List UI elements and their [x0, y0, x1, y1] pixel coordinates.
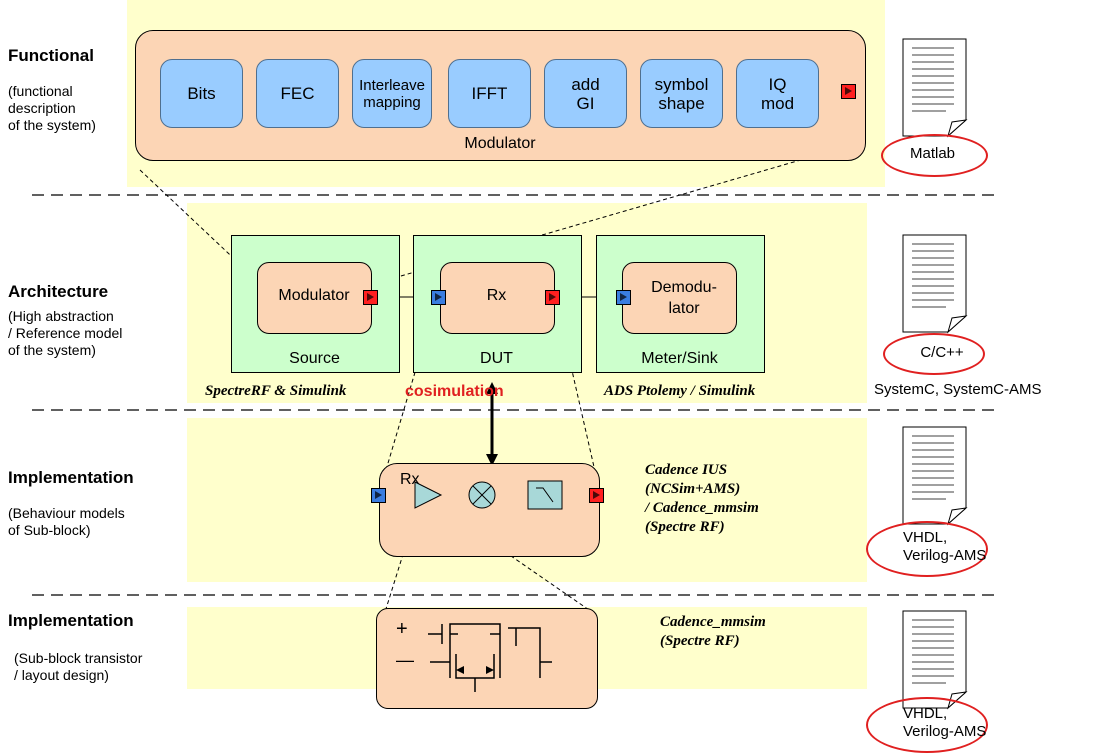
language-systemc: SystemC, SystemC-AMS: [874, 381, 1042, 398]
mapping-line: [369, 149, 836, 286]
document-icon: [902, 234, 968, 334]
language-vhdl-2: VHDL, Verilog-AMS: [903, 705, 987, 740]
functional-modulator-label: Modulator: [464, 135, 536, 152]
document-icon: [902, 610, 968, 710]
cosim-arrowhead: [486, 454, 498, 466]
block-symbol-shape: symbol shape: [640, 59, 723, 128]
document-icon: [902, 426, 968, 526]
behaviour-rx-block: [379, 463, 600, 557]
transistor-circuit-block: [376, 608, 598, 709]
language-oval-matlab: [881, 134, 988, 177]
level-desc-implementation-transistor: (Sub-block transistor/ layout design): [14, 650, 143, 683]
block-fec: FEC: [256, 59, 339, 128]
language-c-cpp: C/C++: [920, 344, 964, 361]
arch-rx-block: [440, 262, 555, 334]
group-label-dut: DUT: [480, 350, 513, 367]
plus-sign: +: [396, 618, 408, 640]
amplifier-icon: [414, 481, 443, 509]
block-add-gi: add GI: [544, 59, 627, 128]
block-iq-mod: IQ mod: [736, 59, 819, 128]
level-title-functional: Functional: [8, 46, 94, 65]
cosim-arrowhead: [486, 382, 498, 394]
lowpass-filter-icon: [527, 480, 563, 510]
behaviour-output-port: [589, 488, 604, 503]
tool-cadence-ius: Cadence IUS (NCSim+AMS) / Cadence_mmsim …: [645, 462, 759, 535]
rx-output-port: [545, 290, 560, 305]
block-bits: Bits: [160, 59, 243, 128]
arch-demodulator-block: [622, 262, 737, 334]
document-icon: [902, 38, 968, 138]
block-interleave-mapping: Interleave mapping: [352, 59, 432, 128]
arch-modulator-label: Modulator: [278, 287, 350, 304]
behaviour-input-port: [371, 488, 386, 503]
cosimulation-label: cosimulation: [405, 383, 504, 400]
language-matlab: Matlab: [909, 145, 956, 162]
group-label-meter-sink: Meter/Sink: [641, 350, 718, 367]
mixer-icon: [468, 481, 496, 509]
block-ifft: IFFT: [448, 59, 531, 128]
transistor-schematic-icon: [428, 623, 552, 692]
level-title-architecture: Architecture: [8, 282, 109, 301]
language-oval-vhdl-1: [866, 521, 988, 577]
level-title-implementation-behaviour: Implementation: [8, 468, 134, 487]
language-oval-c-cpp: [883, 333, 985, 375]
functional-output-port: [841, 84, 856, 99]
minus-sign: —: [396, 650, 414, 670]
demodulator-input-port: [616, 290, 631, 305]
level-title-implementation-transistor: Implementation: [8, 611, 134, 630]
arch-rx-label: Rx: [486, 287, 507, 304]
tool-cadence-mmsim: Cadence_mmsim (Spectre RF): [660, 614, 766, 649]
group-label-source: Source: [289, 350, 340, 367]
rx-input-port: [431, 290, 446, 305]
tool-spectrerf-simulink: SpectreRF & Simulink: [205, 383, 347, 399]
tool-ads-ptolemy-simulink: ADS Ptolemy / Simulink: [604, 383, 756, 399]
modulator-output-port: [363, 290, 378, 305]
arch-demodulator-label: Demodu- lator: [651, 279, 717, 317]
language-vhdl-1: VHDL, Verilog-AMS: [903, 529, 987, 564]
